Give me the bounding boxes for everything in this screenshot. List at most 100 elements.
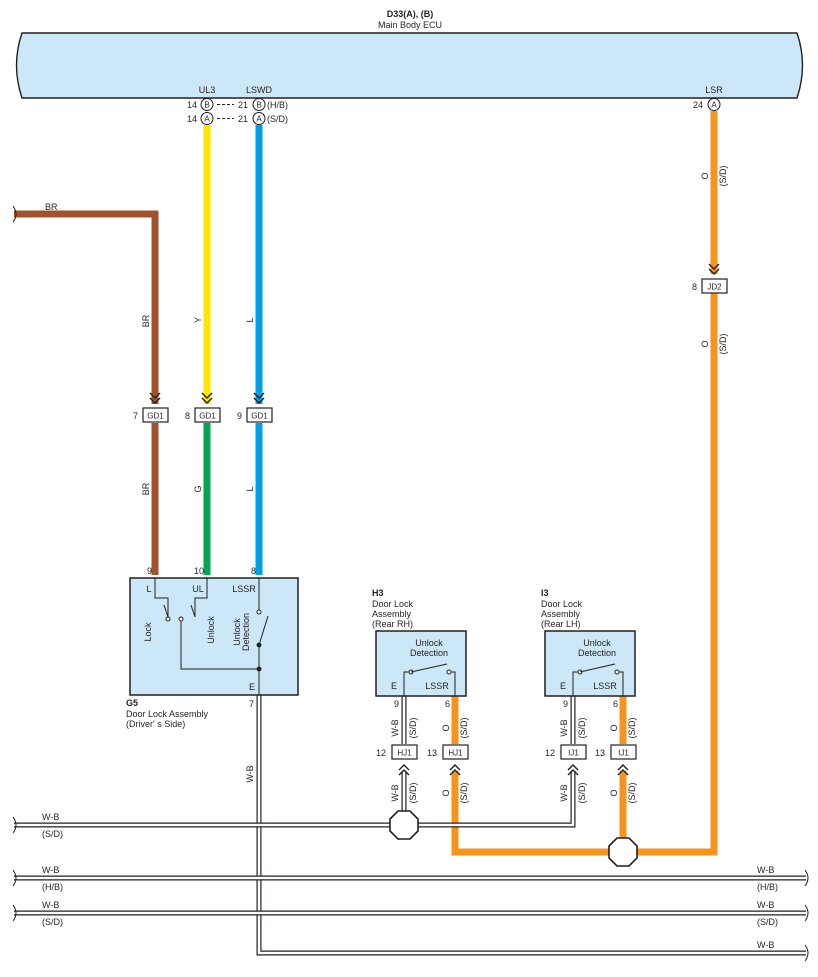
wire-label-i3-o-b: O [609,789,619,796]
wire-label-h3-o-a: O [441,724,451,731]
svg-text:24: 24 [693,100,703,110]
g5-switch-lock: Lock [143,622,153,642]
g5-junction-dot [256,642,262,648]
bus2-break-right [804,869,809,887]
wire-label-h3-o-a-tag: (S/D) [459,718,469,739]
g5-pin-lssr: LSSR [232,584,256,594]
i3-name-line3: (Rear LH) [541,619,581,629]
junction-hj1-o: 13 HJ1 [427,744,469,776]
svg-text:9: 9 [237,411,242,421]
i3-name-line2: Assembly [541,609,581,619]
wire-label-l-lower: L [245,486,255,491]
ecu-pin-ul3-b: 14 B [187,98,214,111]
h3-door-lock-assembly: H3 Door Lock Assembly (Rear RH) Unlock D… [372,588,467,709]
g5-pin-e-num: 7 [249,699,254,709]
g5-pin-lssr-num: 8 [251,566,256,576]
bus2-break-left [12,869,17,887]
wire-label-i3-o-a: O [609,724,619,731]
g5-pin-l: L [146,584,151,594]
wire-label-h3-o-b: O [441,789,451,796]
svg-text:IJ1: IJ1 [618,749,629,758]
g5-name-line2: (Driver' s Side) [126,719,185,729]
bus4-break-right [804,944,809,962]
g5-junction-dot-2 [256,666,262,672]
wire-wb-g5 [257,695,806,955]
svg-text:GD1: GD1 [199,412,216,421]
svg-text:21: 21 [238,114,248,124]
bus2-tag-left: (H/B) [42,882,63,892]
i3-pin-e: E [560,681,566,691]
i3-pin-e-num: 9 [563,699,568,709]
wire-label-o-upper: O [700,172,710,179]
svg-text:HJ1: HJ1 [397,749,412,758]
bus2-tag-right: (H/B) [757,882,778,892]
g5-door-lock-assembly: 9 10 8 7 L UL LSSR E Lock Unlock Unlock … [126,566,299,729]
bus3-label-left: W-B [42,900,59,910]
wire-label-i3-wb-a-tag: (S/D) [577,718,587,739]
wire-break-br [12,205,17,223]
h3-code: H3 [372,588,384,598]
junction-ij1-o: 13 IJ1 [595,744,637,776]
wire-label-o-upper-tag: (S/D) [718,166,728,187]
svg-text:A: A [256,115,262,124]
wire-label-h3-wb-a: W-B [390,719,400,736]
ecu-pin-ul3-name: UL3 [199,85,216,95]
g5-internal-switches [154,578,269,695]
svg-text:13: 13 [427,748,437,758]
junction-hj1-wb: 12 HJ1 [376,744,418,776]
junction-ij1-wb: 12 IJ1 [545,744,587,776]
g5-pin-l-num: 9 [147,566,152,576]
wire-label-h3-wb-b-tag: (S/D) [408,783,418,804]
wire-label-y: Y [193,317,203,323]
bus3-tag-right: (S/D) [757,917,778,927]
i3-name-line1: Door Lock [541,599,583,609]
wire-label-i3-wb-b-tag: (S/D) [577,783,587,804]
bus2-label-right: W-B [757,865,774,875]
g5-switch-detect-2: Detection [241,613,251,651]
h3-name-line3: (Rear RH) [372,619,413,629]
svg-text:B: B [256,101,261,110]
ecu-pin-ul3-a: 14 A [187,112,214,125]
svg-text:GD1: GD1 [147,412,164,421]
splice-lsr [608,837,638,867]
wire-o-jd2-down [637,293,718,856]
svg-text:B: B [204,101,209,110]
main-body-ecu-box [15,32,804,99]
wire-label-g: G [193,485,203,492]
h3-switch [403,663,456,696]
wire-label-o-mid: O [700,340,710,347]
g5-pin-ul-num: 10 [194,566,204,576]
bus3-break-right [804,904,809,922]
wire-br-entry [14,210,159,404]
ecu-pin-lswd-b: 21 B (H/B) [238,98,288,111]
ecu-pin-lsr: 24 A [693,98,721,111]
h3-pin-e: E [391,681,397,691]
svg-text:12: 12 [376,748,386,758]
wire-i3-wb-lower [417,771,575,827]
svg-text:8: 8 [692,282,697,292]
wire-label-i3-wb-b: W-B [559,784,569,801]
svg-text:A: A [711,101,717,110]
h3-switch-label-1: Unlock [415,638,443,648]
wire-label-i3-wb-a: W-B [559,719,569,736]
wire-label-h3-wb-b: W-B [390,784,400,801]
junction-gd1-l: 9 GD1 [237,392,273,423]
svg-text:8: 8 [185,411,190,421]
svg-text:HJ1: HJ1 [448,749,463,758]
wire-label-br-upper: BR [141,314,151,327]
svg-text:12: 12 [545,748,555,758]
g5-code: G5 [126,698,138,708]
svg-text:GD1: GD1 [251,412,268,421]
wire-label-l-upper: L [245,317,255,322]
wire-i3-wb-lower-outline [417,771,576,828]
bus4-label-right: W-B [757,940,774,950]
g5-pin-e: E [249,682,255,692]
svg-text:IJ1: IJ1 [568,749,579,758]
wire-label-br-top: BR [45,202,58,212]
bus2-label-left: W-B [42,865,59,875]
i3-switch-label-2: Detection [578,648,616,658]
ecu-subtitle: Main Body ECU [378,20,442,30]
svg-text:7: 7 [133,411,138,421]
junction-gd1-br: 7 GD1 [133,392,169,423]
